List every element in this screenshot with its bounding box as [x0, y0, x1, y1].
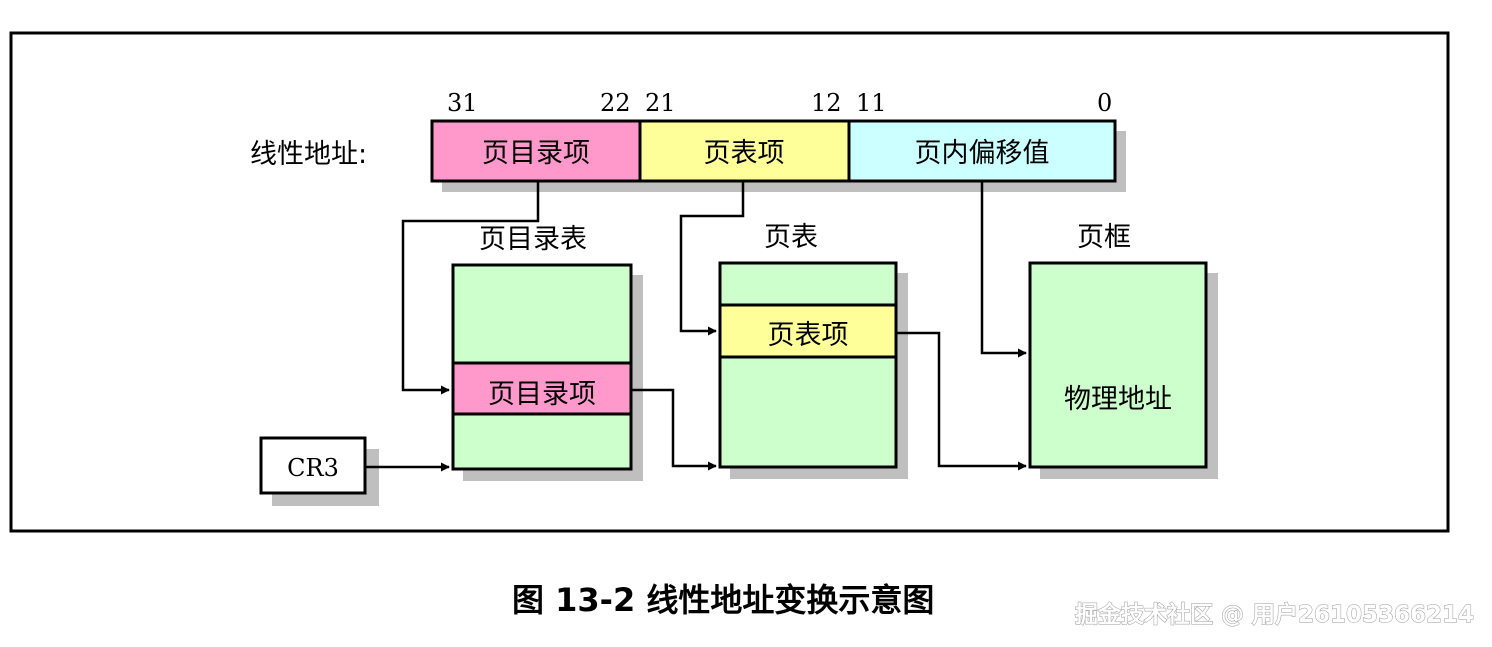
- page-frame: 物理地址: [1028, 261, 1218, 479]
- page-table-body: [718, 261, 898, 469]
- bit-31-label: 31: [447, 89, 478, 117]
- page-table-entry-label: 页表项: [768, 320, 849, 351]
- figure-caption: 图 13-2 线性地址变换示意图: [512, 581, 934, 619]
- field-page-directory-entry-label: 页目录项: [482, 138, 590, 169]
- bit-11-label: 11: [856, 89, 887, 117]
- field-page-table-entry-label: 页表项: [704, 138, 785, 169]
- arrow-offset-to-physical-address: [980, 181, 1027, 358]
- cr3-register: CR3: [259, 436, 379, 506]
- page-directory-title: 页目录表: [479, 224, 587, 255]
- arrow-dir-index-to-directory-entry: [401, 181, 540, 395]
- page-frame-body: [1028, 261, 1208, 469]
- page-table: 页表项: [718, 261, 908, 479]
- page-frame-content-label: 物理地址: [1064, 384, 1172, 415]
- watermark: 掘金技术社区 @ 用户26105366214: [1075, 601, 1474, 628]
- bit-22-label: 22: [600, 89, 631, 117]
- arrow-directory-entry-to-page-table: [631, 388, 717, 471]
- page-directory-entry-row: [451, 361, 633, 416]
- page-frame-title: 页框: [1077, 222, 1131, 253]
- linear-address-label: 线性地址:: [250, 139, 367, 170]
- bit-12-label: 12: [811, 89, 842, 117]
- cr3-label: CR3: [287, 454, 339, 482]
- page-directory-table: 页目录项: [451, 263, 643, 481]
- page-table-entry-row: [718, 303, 898, 359]
- bit-0-label: 0: [1097, 89, 1112, 117]
- field-page-directory-entry: [430, 119, 642, 183]
- field-page-table-entry: [638, 119, 851, 183]
- arrow-table-index-to-table-entry: [679, 181, 745, 336]
- page-directory-entry-label: 页目录项: [488, 379, 596, 410]
- linear-address-bar: 页目录项 页表项 页内偏移值: [430, 119, 1126, 192]
- field-page-offset-label: 页内偏移值: [915, 138, 1050, 169]
- page-table-title: 页表: [764, 222, 818, 253]
- arrow-table-entry-to-page-frame: [896, 331, 1027, 471]
- bit-21-label: 21: [645, 89, 676, 117]
- cr3-box: [259, 436, 367, 495]
